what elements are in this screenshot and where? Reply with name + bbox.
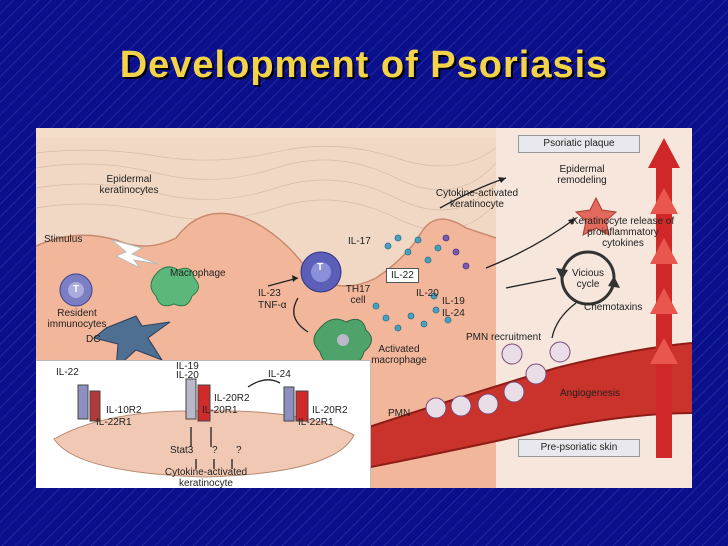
chemotaxins-label: Chemotaxins bbox=[584, 302, 643, 313]
inset-artwork bbox=[53, 378, 355, 478]
th17-t-letter: T bbox=[317, 262, 324, 273]
inset-il24-label: IL-24 bbox=[268, 369, 291, 380]
epidermal-keratinocytes-label: Epidermal keratinocytes bbox=[99, 174, 159, 196]
inset-il10r2-label: IL-10R2 bbox=[106, 405, 142, 416]
slide-title: Development of Psoriasis bbox=[119, 44, 609, 86]
receptor-inset: IL-22 IL-10R2 IL-22R1 IL-19 IL-20 IL-20R… bbox=[36, 360, 371, 488]
inset-il20r1-a-label: IL-20R1 bbox=[202, 405, 238, 416]
progression-arrows bbox=[648, 138, 680, 458]
tnf-alpha-label: TNF-α bbox=[258, 300, 287, 311]
inset-q1-label: ? bbox=[212, 445, 218, 456]
dc-label: DC bbox=[86, 334, 101, 345]
resident-t-cell-letter: T bbox=[73, 284, 80, 295]
epidermis-cells bbox=[36, 145, 497, 231]
inset-il22-label: IL-22 bbox=[56, 367, 79, 378]
th17-cell-label: TH17 cell bbox=[345, 284, 371, 306]
il17-label: IL-17 bbox=[348, 236, 371, 247]
inset-stat3-label: Stat3 bbox=[170, 445, 194, 456]
il24-label: IL-24 bbox=[442, 308, 465, 319]
keratinocyte-star-icon bbox=[574, 196, 618, 236]
psoriasis-diagram: Psoriatic plaque Pre-psoriatic skin Epid… bbox=[36, 128, 692, 488]
inset-il19-label: IL-19 bbox=[176, 361, 199, 372]
inset-il22r1-a-label: IL-22R1 bbox=[96, 417, 132, 428]
stimulus-icon bbox=[111, 239, 159, 269]
inset-il20r2-a-label: IL-20R2 bbox=[214, 393, 250, 404]
il23-label: IL-23 bbox=[258, 288, 281, 299]
pmn-recruitment-label: PMN recruitment bbox=[466, 332, 542, 343]
macrophage-label: Macrophage bbox=[170, 268, 226, 279]
pmn-label: PMN bbox=[388, 408, 411, 419]
blood-vessel bbox=[366, 343, 692, 468]
resident-immunocytes-label: Resident immunocytes bbox=[47, 308, 107, 330]
inset-cytokine-keratinocyte-label: Cytokine-activated keratinocyte bbox=[164, 467, 248, 488]
cytokine-activated-keratinocyte-label: Cytokine-activated keratinocyte bbox=[435, 188, 519, 210]
inset-q2-label: ? bbox=[236, 445, 242, 456]
il20-label: IL-20 bbox=[416, 288, 439, 299]
stimulus-label: Stimulus bbox=[44, 234, 83, 245]
epidermal-remodeling-label: Epidermal remodeling bbox=[557, 164, 607, 186]
inset-il20r2-b-label: IL-20R2 bbox=[312, 405, 348, 416]
il19-label: IL-19 bbox=[442, 296, 465, 307]
pmn-cells bbox=[425, 341, 571, 419]
pre-psoriatic-skin-label: Pre-psoriatic skin bbox=[518, 439, 640, 457]
inset-il20-label: IL-20 bbox=[176, 370, 199, 381]
cytokine-dots bbox=[372, 234, 452, 332]
vicious-cycle-label: Vicious cycle bbox=[571, 268, 605, 290]
macrophage-icon bbox=[150, 266, 199, 307]
angiogenesis-label: Angiogenesis bbox=[560, 388, 621, 399]
il22-label: IL-22 bbox=[386, 268, 419, 283]
psoriatic-plaque-label: Psoriatic plaque bbox=[518, 135, 640, 153]
inset-il22r1-b-label: IL-22R1 bbox=[298, 417, 334, 428]
keratinocyte-cell bbox=[53, 410, 355, 478]
keratinocyte-release-label: Keratinocyte release of proinflammatory … bbox=[571, 216, 675, 249]
activated-macrophage-label: Activated macrophage bbox=[371, 344, 427, 366]
